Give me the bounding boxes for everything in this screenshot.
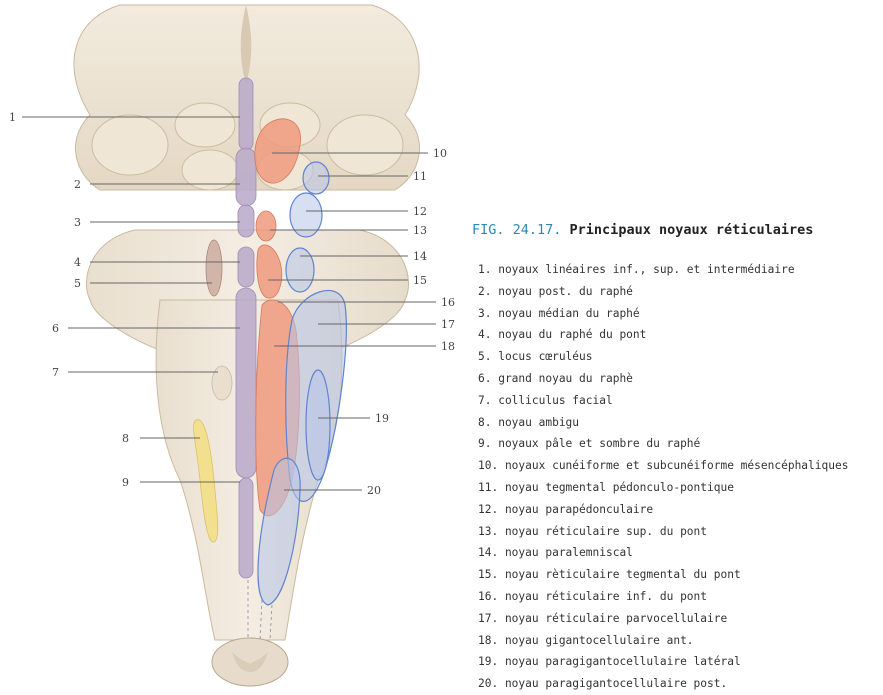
legend-item: 2. noyau post. du raphé — [478, 281, 882, 303]
label-18: 18 — [441, 340, 455, 353]
raphe-linear-nuclei — [239, 78, 253, 150]
legend-item: 16. noyau réticulaire inf. du pont — [478, 586, 882, 608]
raphe-median-nucleus — [238, 205, 254, 237]
legend-item: 10. noyaux cunéiforme et subcunéiforme m… — [478, 455, 882, 477]
label-20: 20 — [367, 484, 381, 497]
raphe-pontine-nucleus — [238, 247, 254, 287]
label-16: 16 — [441, 296, 455, 309]
legend-item: 11. noyau tegmental pédonculo-pontique — [478, 477, 882, 499]
legend-item: 8. noyau ambigu — [478, 412, 882, 434]
label-12: 12 — [413, 205, 427, 218]
facial-colliculus — [212, 366, 232, 400]
label-11: 11 — [413, 170, 427, 183]
label-7: 7 — [52, 366, 59, 379]
locus-coeruleus — [206, 240, 222, 296]
legend-item: 17. noyau réticulaire parvocellulaire — [478, 608, 882, 630]
label-14: 14 — [413, 250, 427, 263]
figure-caption: FIG. 24.17. Principaux noyaux réticulair… — [472, 222, 813, 238]
legend-item: 1. noyaux linéaires inf., sup. et interm… — [478, 259, 882, 281]
spinal-cord-section — [212, 638, 288, 686]
label-3: 3 — [74, 216, 81, 229]
legend-item: 3. noyau médian du raphé — [478, 303, 882, 325]
legend-item: 18. noyau gigantocellulaire ant. — [478, 630, 882, 652]
label-6: 6 — [52, 322, 59, 335]
legend-item: 19. noyau paragigantocellulaire latéral — [478, 651, 882, 673]
label-8: 8 — [122, 432, 129, 445]
raphe-pallidus-obscurus — [239, 478, 253, 578]
paralemniscal-nucleus — [286, 248, 314, 292]
legend-item: 9. noyaux pâle et sombre du raphé — [478, 433, 882, 455]
legend-item: 15. noyau rèticulaire tegmental du pont — [478, 564, 882, 586]
legend-list: 1. noyaux linéaires inf., sup. et interm… — [478, 259, 882, 695]
label-17: 17 — [441, 318, 455, 331]
label-15: 15 — [413, 274, 427, 287]
pedunculopontine-nucleus — [303, 162, 329, 194]
legend-item: 20. noyau paragigantocellulaire post. — [478, 673, 882, 695]
figure-title: Principaux noyaux réticulaires — [570, 222, 814, 238]
legend-item: 13. noyau réticulaire sup. du pont — [478, 521, 882, 543]
label-9: 9 — [122, 476, 129, 489]
legend-item: 5. locus cœruléus — [478, 346, 882, 368]
label-2: 2 — [74, 178, 81, 191]
figure-number: FIG. 24.17. — [472, 222, 561, 238]
raphe-posterior-nucleus — [236, 148, 256, 206]
label-13: 13 — [413, 224, 427, 237]
label-1: 1 — [9, 111, 16, 124]
reticular-sup-pontine — [256, 211, 276, 241]
legend-item: 14. noyau paralemniscal — [478, 542, 882, 564]
label-5: 5 — [74, 277, 81, 290]
legend-item: 12. noyau parapédonculaire — [478, 499, 882, 521]
label-4: 4 — [74, 256, 81, 269]
legend-item: 6. grand noyau du raphè — [478, 368, 882, 390]
raphe-magnus-nucleus — [236, 288, 256, 478]
paragigantocellular-lateral — [306, 370, 330, 480]
label-19: 19 — [375, 412, 389, 425]
legend-item: 4. noyau du raphé du pont — [478, 324, 882, 346]
label-10: 10 — [433, 147, 447, 160]
legend-item: 7. colliculus facial — [478, 390, 882, 412]
